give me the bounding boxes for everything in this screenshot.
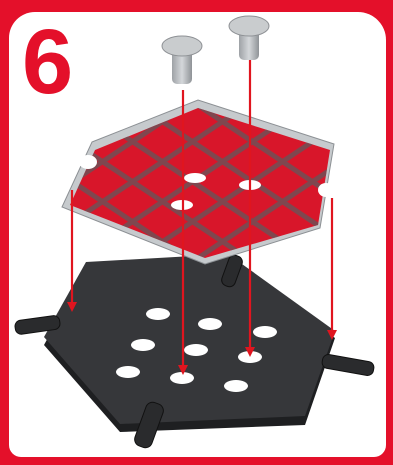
black-hexagonal-base: [14, 254, 375, 450]
grey-connector-peg: [162, 16, 269, 84]
